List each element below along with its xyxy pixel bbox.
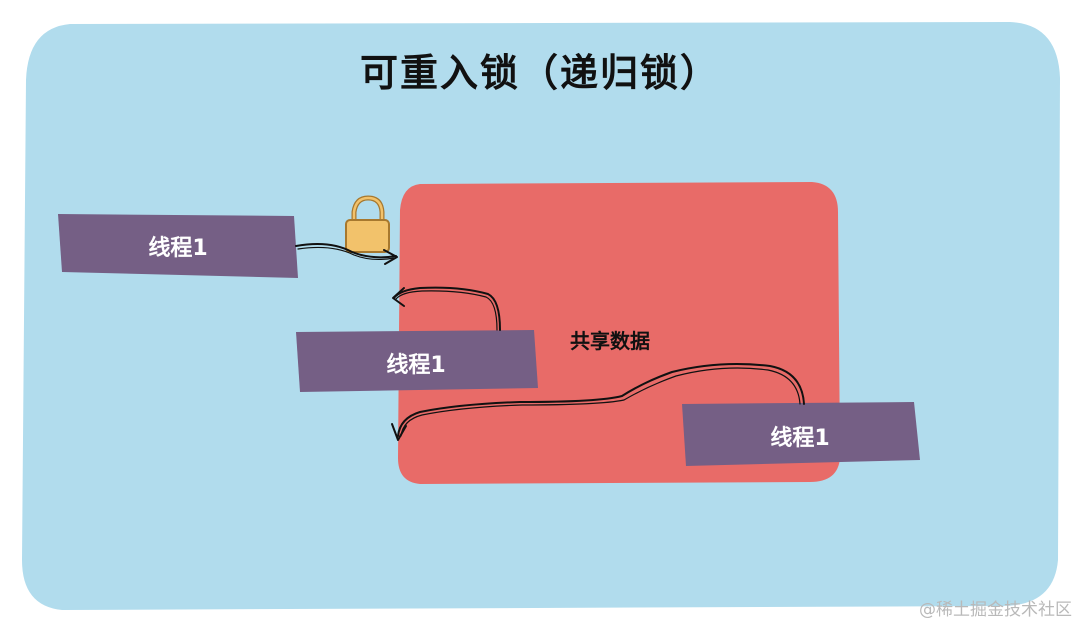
thread-box-2 [296,330,538,392]
thread-label-3: 线程1 [770,426,830,451]
padlock-icon [345,195,390,253]
arrow-acquire [295,243,398,265]
watermark: @稀土掘金技术社区 [919,600,1072,620]
arrow-reenter-2 [391,363,805,441]
thread-box-3 [682,402,920,466]
shared-data-label: 共享数据 [570,329,650,353]
diagram-title: 可重入锁（递归锁） [359,51,720,95]
thread-label-2: 线程1 [386,353,446,378]
arrow-reenter-1 [392,286,501,331]
thread-label-1: 线程1 [148,236,208,261]
thread-box-1 [58,214,298,278]
